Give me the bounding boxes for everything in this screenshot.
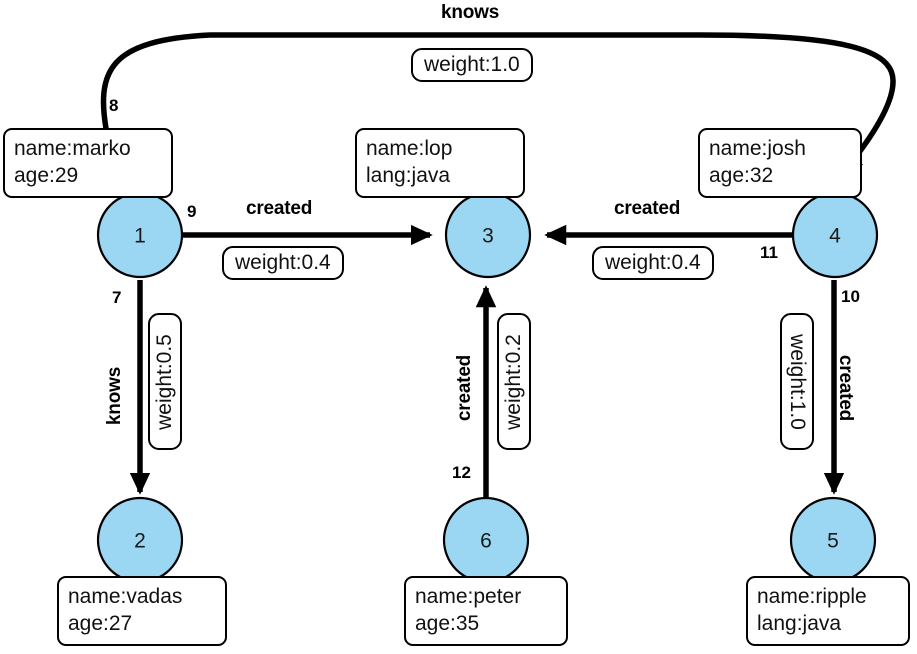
edge-weight-box-12: weight:0.2 <box>497 313 531 450</box>
edge-weight-label-7: weight:0.5 <box>153 333 177 430</box>
edge-type-label-9: created <box>246 198 313 219</box>
edge-type-label-12: created <box>454 354 475 422</box>
node-2[interactable]: 2 <box>96 496 184 584</box>
edge-weight-box-8: weight:1.0 <box>411 48 533 82</box>
node-4[interactable]: 4 <box>791 191 879 279</box>
edge-weight-label-11: weight:0.4 <box>605 251 701 274</box>
node-id-1: 1 <box>134 225 146 248</box>
property-name-ripple: name:ripple <box>757 585 867 608</box>
node-1[interactable]: 1 <box>96 191 184 279</box>
node-id-4: 4 <box>829 225 841 248</box>
property-name-vadas: name:vadas <box>68 585 183 608</box>
node-property-box-1: name:marko age:29 <box>3 128 173 198</box>
node-property-box-5: name:ripple lang:java <box>746 576 910 646</box>
edge-path-8 <box>100 32 896 176</box>
edge-id-label-10: 10 <box>841 287 860 306</box>
node-id-3: 3 <box>482 225 494 248</box>
edge-id-label-12: 12 <box>452 463 471 482</box>
edge-id-label-7: 7 <box>112 288 122 307</box>
property-name-josh: name:josh <box>709 137 806 160</box>
property-age-32: age:32 <box>709 164 774 188</box>
property-name-marko: name:marko <box>14 137 131 160</box>
edge-weight-box-9: weight:0.4 <box>222 246 344 280</box>
node-id-6: 6 <box>480 530 492 553</box>
node-property-box-3: name:lop lang:java <box>355 128 525 198</box>
edge-weight-label-9: weight:0.4 <box>235 251 331 274</box>
node-5[interactable]: 5 <box>789 496 877 584</box>
edge-id-label-11: 11 <box>760 243 778 262</box>
property-age-29: age:29 <box>14 164 79 188</box>
node-6[interactable]: 6 <box>442 496 530 584</box>
node-property-box-4: name:josh age:32 <box>698 128 862 198</box>
property-age-35: age:35 <box>415 612 480 636</box>
property-age-27: age:27 <box>68 612 133 636</box>
edge-type-label-8: knows <box>441 2 500 23</box>
node-3[interactable]: 3 <box>444 191 532 279</box>
edge-type-label-7: knows <box>104 366 125 426</box>
edge-weight-label-8: weight:1.0 <box>424 53 520 76</box>
edge-id-label-8: 8 <box>109 96 119 115</box>
node-id-5: 5 <box>827 530 839 553</box>
edge-weight-label-12: weight:0.2 <box>502 333 526 430</box>
node-id-2: 2 <box>134 530 146 553</box>
property-name-peter: name:peter <box>415 585 522 608</box>
edge-weight-box-10: weight:1.0 <box>780 313 814 450</box>
property-name-lop: name:lop <box>366 137 453 160</box>
node-property-box-6: name:peter age:35 <box>404 576 568 646</box>
edge-weight-box-7: weight:0.5 <box>148 313 182 450</box>
edge-type-label-10: created <box>835 354 856 422</box>
edge-weight-label-10: weight:1.0 <box>786 333 810 430</box>
property-lang-java-lop: lang:java <box>366 164 451 188</box>
node-property-box-2: name:vadas age:27 <box>57 576 227 646</box>
edge-id-label-9: 9 <box>187 202 197 221</box>
edge-weight-box-11: weight:0.4 <box>592 246 714 280</box>
property-lang-java-ripple: lang:java <box>757 612 842 636</box>
edge-type-label-11: created <box>614 198 681 219</box>
